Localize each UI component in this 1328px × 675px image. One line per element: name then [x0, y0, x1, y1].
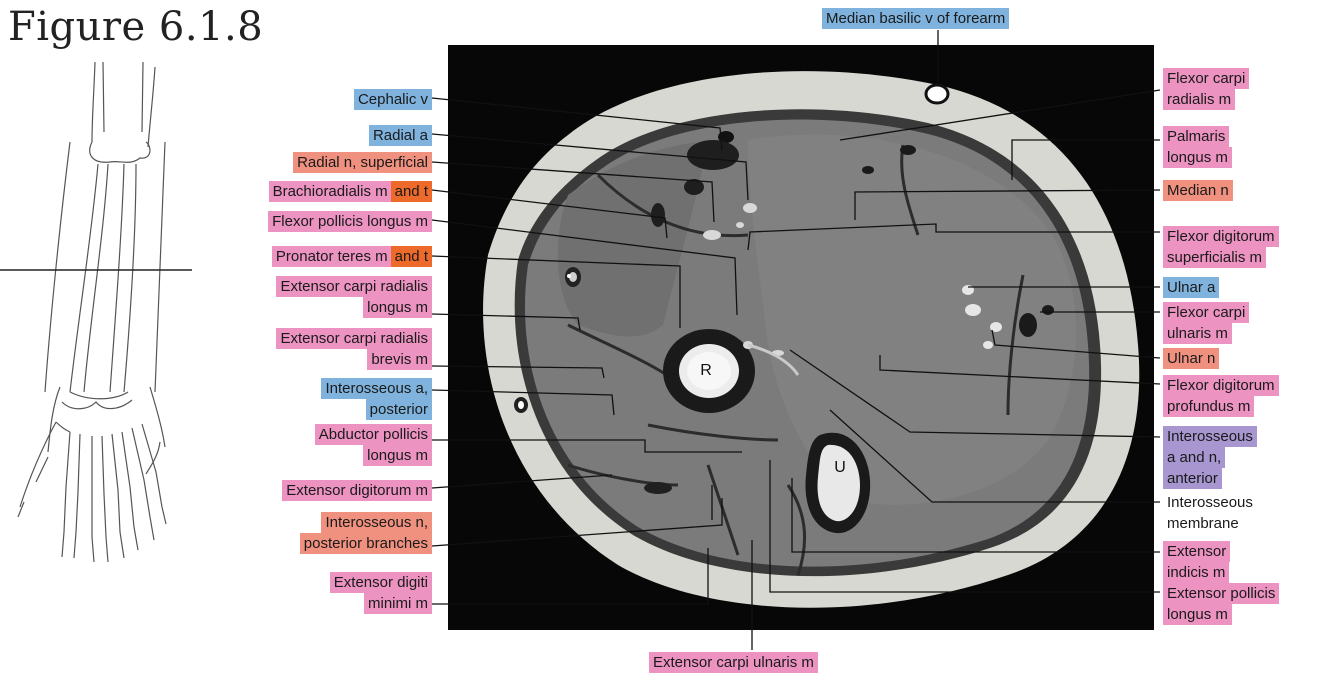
label-flexor-pollicis-longus: Flexor pollicis longus m: [268, 211, 432, 232]
figure-title: Figure 6.1.8: [8, 4, 263, 50]
label-median-nerve: Median n: [1163, 180, 1233, 201]
label-median-basilic-vein: Median basilic v of forearm: [822, 8, 1009, 29]
ulna-label: U: [834, 459, 846, 476]
label-radial-artery: Radial a: [369, 125, 432, 146]
label-extensor-carpi-ulnaris: Extensor carpi ulnaris m: [649, 652, 818, 673]
label-cephalic-vein: Cephalic v: [354, 89, 432, 110]
label-interosseous-artery-posterior: Interosseous a,posterior: [321, 378, 432, 420]
label-ulnar-nerve: Ulnar n: [1163, 348, 1219, 369]
label-ulnar-artery: Ulnar a: [1163, 277, 1219, 298]
label-extensor-digitorum: Extensor digitorum m: [282, 480, 432, 501]
label-interosseous-nerve-posterior-branches: Interosseous n,posterior branches: [300, 512, 432, 554]
radius-label: R: [700, 362, 712, 379]
label-radial-nerve-superficial: Radial n, superficial: [293, 152, 432, 173]
forearm-sketch: [0, 62, 200, 572]
mri-cross-section: R U: [448, 45, 1154, 630]
